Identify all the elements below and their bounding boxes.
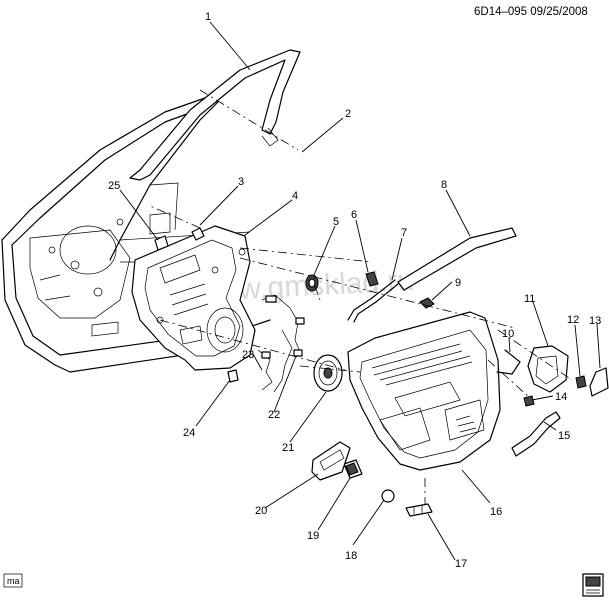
callout-8: 8	[441, 179, 447, 191]
callout-12: 12	[567, 314, 579, 326]
footer-tag-label: ma	[7, 576, 20, 586]
part-11-handle-bezel	[527, 345, 569, 393]
part-6-handle-clip	[365, 271, 379, 287]
part-15-pull-strip	[511, 411, 561, 457]
callout-13: 13	[589, 315, 601, 327]
footer-tag: ma	[3, 573, 23, 588]
callout-3: 3	[238, 176, 244, 188]
door-shell	[1, 97, 271, 373]
part-13-cap	[589, 367, 609, 397]
part-20-switch-housing	[311, 441, 351, 481]
callouts: 1 2 3 4 5 6 7 8 9 10 11 12 13 14 15 16 1…	[108, 11, 601, 570]
part-7-rod	[347, 279, 399, 323]
part-10-cable	[496, 349, 521, 375]
callout-14: 14	[555, 391, 567, 403]
callout-10: 10	[502, 328, 514, 340]
part-1-window-trim	[129, 49, 301, 181]
part-19-switch	[343, 459, 363, 479]
alignment-lines	[147, 89, 573, 505]
callout-6: 6	[351, 209, 357, 221]
part-17-bracket	[405, 503, 433, 517]
part-12-screw	[575, 375, 587, 389]
callout-22: 22	[268, 409, 280, 421]
callout-17: 17	[455, 558, 467, 570]
callout-18: 18	[345, 550, 357, 562]
callout-4: 4	[292, 190, 298, 202]
book-icon	[582, 573, 604, 597]
part-9-nut	[419, 297, 435, 309]
callout-24: 24	[183, 427, 195, 439]
diagram-code: 6D14–095 09/25/2008	[474, 6, 588, 18]
callout-21: 21	[282, 442, 294, 454]
part-14-clip	[523, 395, 535, 407]
callout-16: 16	[490, 506, 502, 518]
callout-7: 7	[401, 227, 407, 239]
part-25-bracket	[154, 235, 169, 251]
part-8-upper-trim	[397, 227, 517, 291]
leader-lines	[119, 21, 601, 561]
callout-20: 20	[255, 505, 267, 517]
callout-23: 23	[242, 349, 254, 361]
part-16-door-trim-panel	[347, 311, 501, 471]
part-18-knob	[381, 489, 395, 503]
callout-15: 15	[558, 430, 570, 442]
part-4-module-panel	[131, 225, 256, 371]
callout-5: 5	[333, 216, 339, 228]
part-24-clip	[227, 369, 239, 383]
callout-11: 11	[524, 293, 535, 305]
wire-harness	[257, 294, 305, 393]
callout-2: 2	[345, 108, 351, 120]
callout-19: 19	[307, 530, 319, 542]
callout-25: 25	[108, 180, 120, 192]
callout-1: 1	[205, 11, 211, 23]
part-21-speaker	[313, 354, 343, 392]
callout-9: 9	[455, 277, 461, 289]
part-3-bolt	[191, 227, 205, 241]
